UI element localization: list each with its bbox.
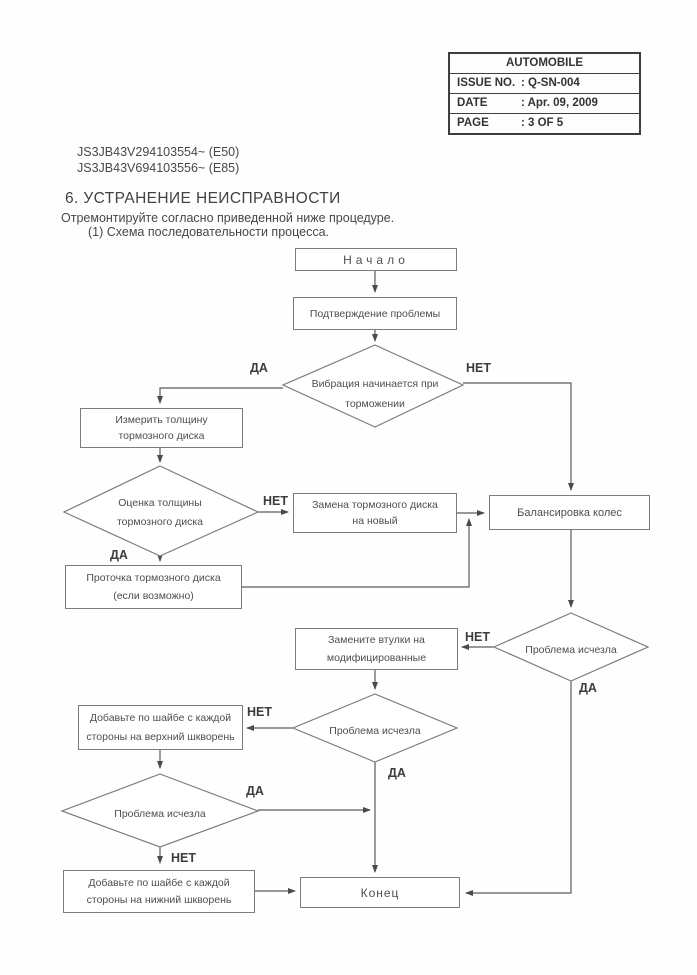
flow-node-replace-bushings: Замените втулки на модифицированные [295,628,458,670]
date-value: : Apr. 09, 2009 [521,97,598,109]
vin-code-2: JS3JB43V694103556~ (E85) [77,160,240,175]
arrow-vibration-yes-measure [157,387,283,404]
decision-problem-middle-text: Проблема исчезла [329,725,421,737]
issue-value: : Q-SN-004 [521,77,580,89]
decision-vibration-shape [281,344,465,428]
header-issue-row: ISSUE NO. : Q-SN-004 [450,73,639,93]
label-no-problem-left: НЕТ [171,851,196,865]
header-page-row: PAGE : 3 OF 5 [450,113,639,133]
decision-problem-left-shape [60,773,260,848]
label-no-problem-middle: НЕТ [247,705,272,719]
intro-text: Отремонтируйте согласно приведенной ниже… [61,211,395,225]
arrow-problem1-yes-end [465,681,572,896]
label-yes-problem-right: ДА [579,681,597,695]
flow-node-replace-disc: Замена тормозного диска на новый [293,493,457,533]
vin-codes: JS3JB43V294103554~ (E50) JS3JB43V6941035… [77,145,239,176]
arrow-vibration-no-balancing [463,382,574,491]
label-yes-thickness: ДА [110,548,128,562]
page-value: : 3 OF 5 [521,117,564,129]
decision-problem-left-text: Проблема исчезла [114,808,206,820]
header-brand: AUTOMOBILE [505,57,584,69]
decision-problem-right-text: Проблема исчезла [525,644,617,656]
vin-code-1: JS3JB43V294103554~ (E50) [77,145,240,159]
label-yes-problem-left: ДА [246,784,264,798]
label-no-vibration: НЕТ [466,361,491,375]
header-info-table: AUTOMOBILE ISSUE NO. : Q-SN-004 DATE : A… [448,52,641,135]
header-date-row: DATE : Apr. 09, 2009 [450,93,639,113]
flow-node-start: Начало [295,248,457,271]
flow-node-upper-shim: Добавьте по шайбе с каждой стороны на ве… [78,705,243,750]
issue-label: ISSUE NO. [457,77,516,89]
decision-problem-middle-shape [291,693,459,763]
decision-thickness-text: Оценка толщины тормозного диска [116,497,204,528]
label-no-thickness: НЕТ [263,494,288,508]
label-yes-vibration: ДА [250,361,268,375]
decision-problem-right-shape [492,612,650,682]
flow-node-end: Конец [300,877,460,908]
flow-node-machine-disc: Проточка тормозного диска (если возможно… [65,565,242,609]
list-item-text: (1) Схема последовательности процесса. [88,225,330,239]
flow-node-lower-shim: Добавьте по шайбе с каждой стороны на ни… [63,870,255,913]
label-no-problem-right: НЕТ [465,630,490,644]
flow-node-measure-disc: Измерить толщину тормозного диска [80,408,243,448]
label-yes-problem-middle: ДА [388,766,406,780]
decision-vibration-text: Вибрация начинается при торможении [311,378,439,410]
decision-thickness-shape [62,465,260,557]
flow-node-confirm-problem: Подтверждение проблемы [293,297,457,330]
section-title: 6. УСТРАНЕНИЕ НЕИСПРАВНОСТИ [65,190,341,207]
date-label: DATE [457,97,488,109]
page-label: PAGE [457,117,489,129]
arrow-machining-join [242,518,472,588]
flow-node-wheel-balancing: Балансировка колес [489,495,650,530]
